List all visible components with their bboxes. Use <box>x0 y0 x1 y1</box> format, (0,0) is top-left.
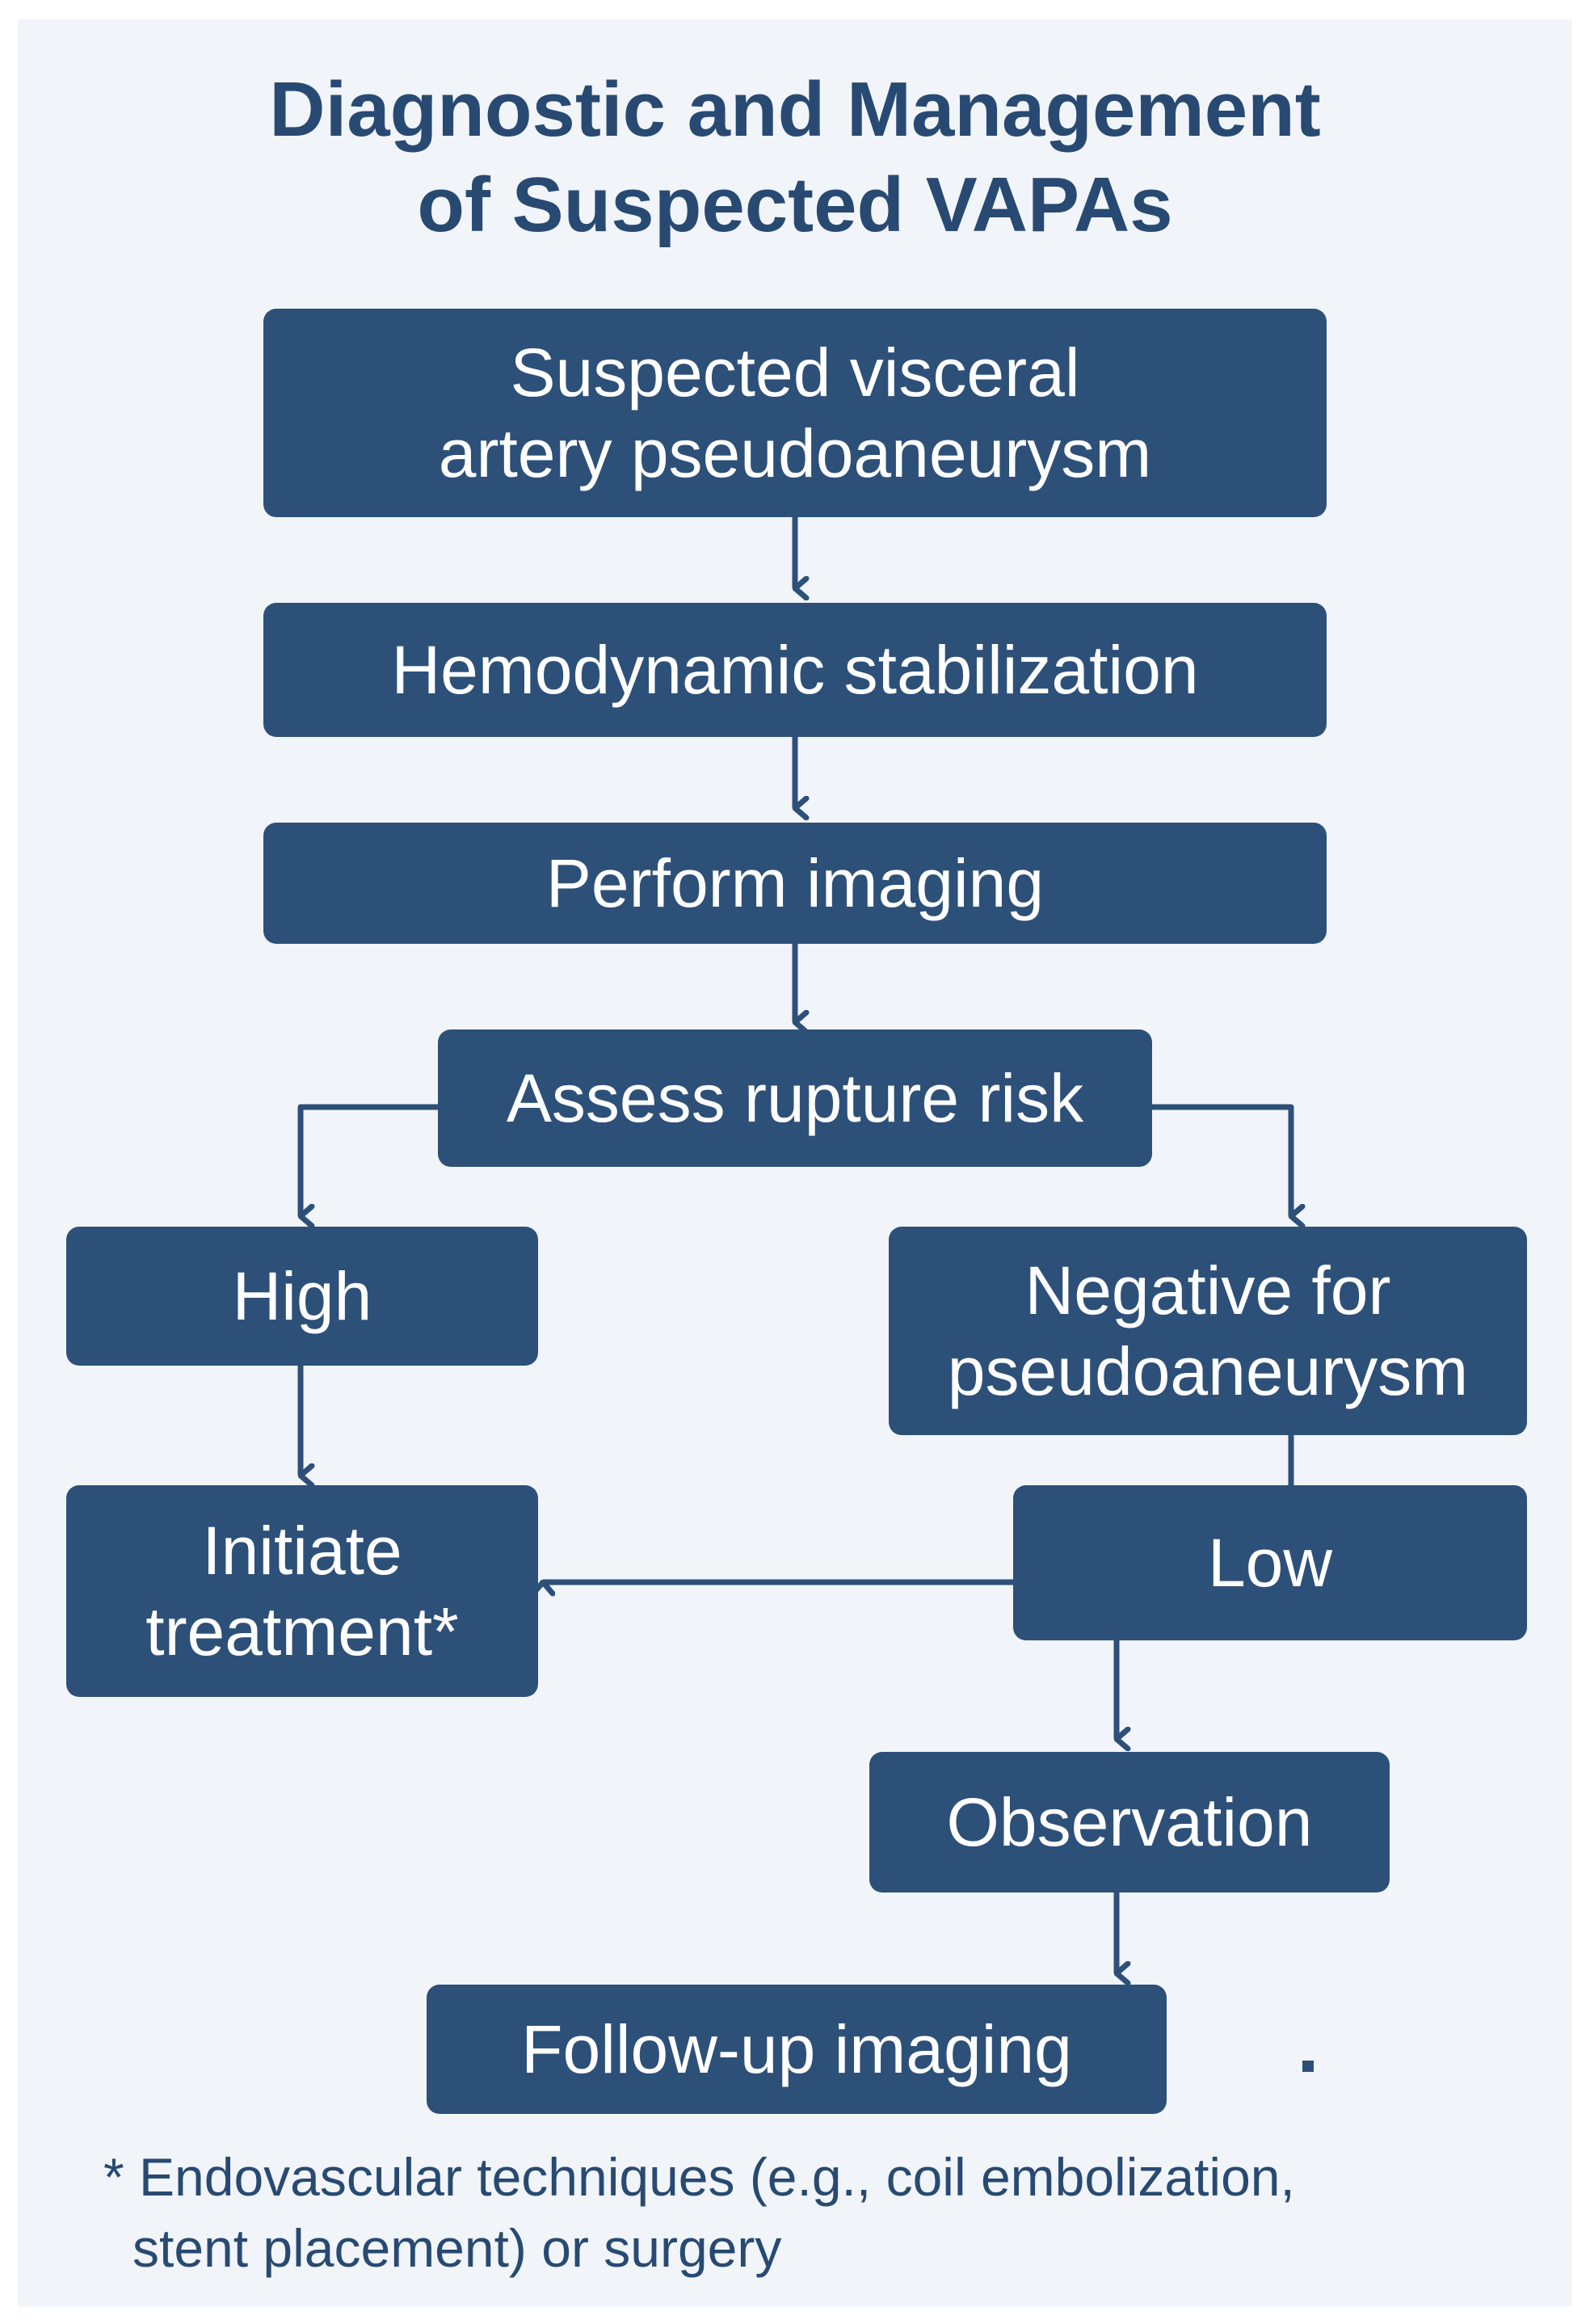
footnote-line2: stent placement) or surgery <box>132 2218 782 2278</box>
node-initiate-treatment: Initiate treatment* <box>66 1485 538 1697</box>
node-observation-label: Observation <box>946 1784 1313 1860</box>
node-follow-up-imaging: Follow-up imaging <box>427 1985 1167 2114</box>
node-hemodynamic-stabilization: Hemodynamic stabilization <box>263 603 1327 737</box>
node-assess-rupture-risk: Assess rupture risk <box>438 1029 1152 1167</box>
footnote-line1: * Endovascular techniques (e.g., coil em… <box>103 2147 1295 2207</box>
node-high: High <box>66 1227 538 1366</box>
arrow-assess-to-high <box>297 1104 438 1216</box>
node-low-label: Low <box>1207 1525 1333 1601</box>
node-suspected-line1: Suspected visceral <box>510 335 1080 410</box>
node-treatment-line1: Initiate <box>202 1513 402 1589</box>
footnote: * Endovascular techniques (e.g., coil em… <box>103 2141 1295 2284</box>
node-suspected-line2: artery pseudoaneurysm <box>438 415 1152 491</box>
node-followup-label: Follow-up imaging <box>521 2011 1072 2087</box>
stray-dot-mark: . <box>1302 2061 1314 2072</box>
node-negative-line2: pseudoaneurysm <box>947 1333 1469 1409</box>
node-assess-label: Assess rupture risk <box>506 1060 1084 1136</box>
node-stabilization-label: Hemodynamic stabilization <box>391 632 1199 708</box>
node-observation: Observation <box>869 1752 1390 1892</box>
node-imaging-label: Perform imaging <box>545 845 1045 921</box>
diagram-title-line1: Diagnostic and Management <box>269 66 1321 153</box>
node-suspected-vapa: Suspected visceral artery pseudoaneurysm <box>263 309 1327 517</box>
node-treatment-line2: treatment* <box>145 1594 459 1669</box>
arrow-assess-to-negative <box>1152 1104 1291 1216</box>
diagram-title-line2: of Suspected VAPAs <box>417 162 1173 248</box>
node-perform-imaging: Perform imaging <box>263 823 1327 944</box>
node-high-label: High <box>232 1258 372 1334</box>
node-low: Low <box>1013 1485 1527 1640</box>
node-negative-for-pseudoaneurysm: Negative for pseudoaneurysm <box>889 1227 1527 1435</box>
node-negative-line1: Negative for <box>1024 1253 1391 1328</box>
